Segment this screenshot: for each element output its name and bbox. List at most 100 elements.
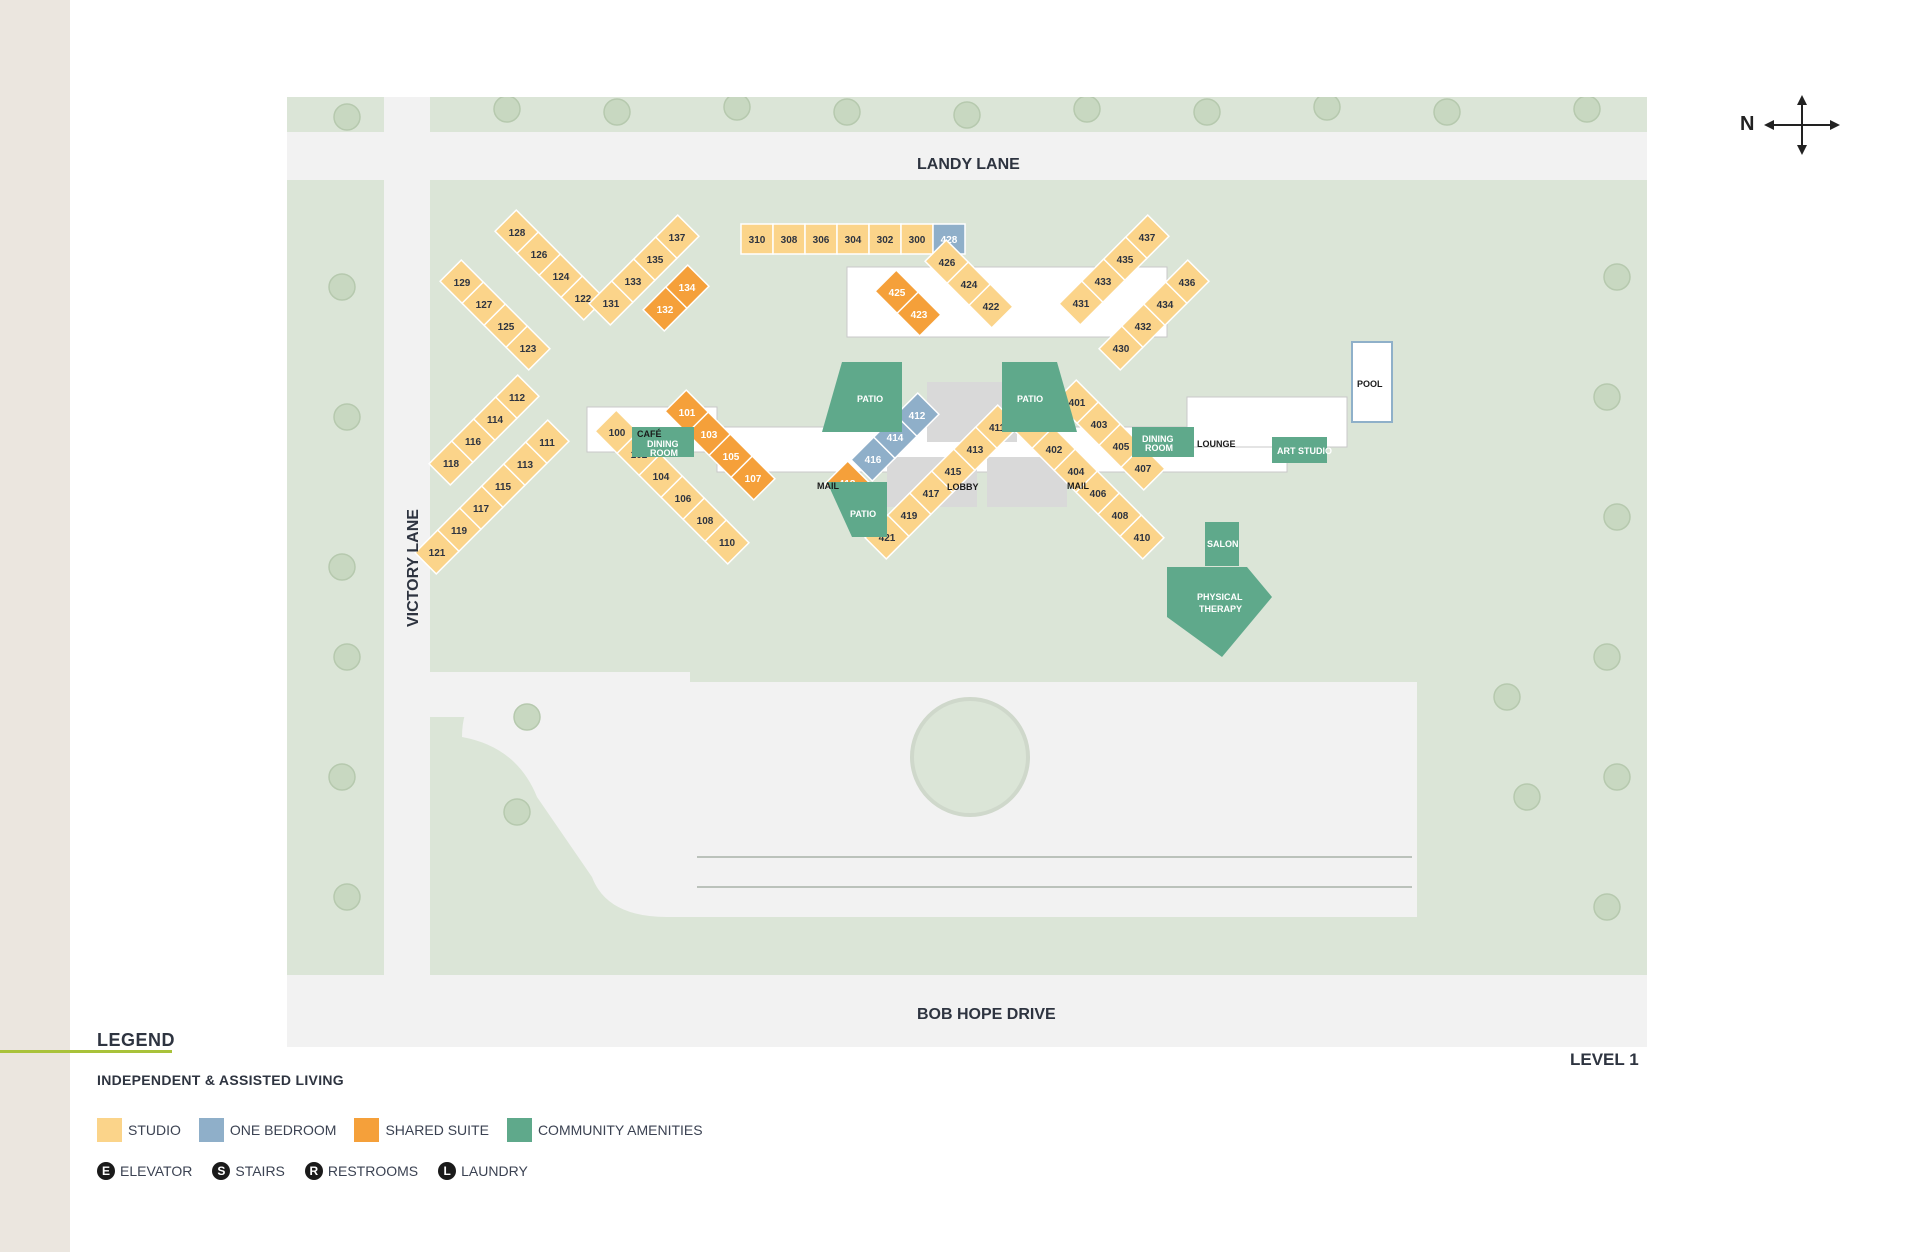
patio-2-label: PATIO [1017,394,1043,404]
unit-shape [588,280,634,326]
dining-room-left-block [632,427,694,457]
road-landy-lane [287,132,1647,180]
site-map: 1281261241221291271251231371351331311341… [287,97,1647,1047]
laundry-icon: L [438,1162,457,1180]
unit-number: 401 [1069,398,1086,409]
dining-room-right-label-1: DINING [1142,434,1174,444]
unit-number: 105 [723,452,740,463]
unit-number: 432 [1135,322,1152,333]
unit-number: 300 [909,235,926,246]
lounge-label: LOUNGE [1197,439,1236,449]
unit-number: 406 [1090,489,1107,500]
unit-number: 428 [941,235,958,246]
physical-therapy-label-2: THERAPY [1199,604,1242,614]
unit-107[interactable]: 107 [730,455,776,501]
unit-132[interactable]: 132 [642,286,688,332]
unit-number: 437 [1139,233,1156,244]
parking-stalls [697,856,1412,888]
unit-number: 103 [701,430,718,441]
shared-suite-swatch [354,1118,380,1142]
amenity-blocks [632,341,1393,657]
unit-number: 128 [509,228,526,239]
legend-studio: STUDIO [97,1118,181,1142]
salon-label: SALON [1207,539,1239,549]
unit-410[interactable]: 410 [1119,514,1165,560]
unit-number: 422 [983,302,1000,313]
laundry-label: LAUNDRY [461,1163,528,1179]
unit-number: 425 [889,288,906,299]
unit-number: 123 [520,344,537,355]
unit-number: 126 [531,250,548,261]
unit-number: 118 [443,459,460,470]
dining-room-left-label-1: DINING [647,439,679,449]
elevator-label: ELEVATOR [120,1163,193,1179]
unit-number: 310 [749,235,766,246]
unit-shape [642,286,688,332]
unit-number: 121 [429,548,446,559]
legend-community: COMMUNITY AMENITIES [506,1118,703,1142]
unit-shape [1120,445,1166,491]
unit-308[interactable]: 308 [772,223,806,255]
unit-300[interactable]: 300 [900,223,934,255]
unit-shape [1119,514,1165,560]
unit-number: 304 [845,235,862,246]
unit-407[interactable]: 407 [1120,445,1166,491]
unit-431[interactable]: 431 [1058,280,1104,326]
shared-suite-label: SHARED SUITE [385,1122,489,1138]
units-layer: 1281261241221291271251231371351331311341… [414,209,1210,575]
unit-shape [1058,280,1104,326]
unit-shape [505,325,551,371]
legend-shared-suite: SHARED SUITE [354,1118,489,1142]
unit-118[interactable]: 118 [428,440,474,486]
unit-310[interactable]: 310 [740,223,774,255]
unit-number: 415 [945,467,962,478]
mail-right-label: MAIL [1067,481,1089,491]
unit-306[interactable]: 306 [804,223,838,255]
unit-number: 104 [653,472,670,483]
dining-room-right-block [1132,427,1194,457]
unit-number: 124 [553,272,570,283]
unit-shape [428,440,474,486]
street-label-bob-hope-drive: BOB HOPE DRIVE [917,1006,1056,1023]
studio-label: STUDIO [128,1122,181,1138]
entry-drive [430,672,690,717]
physical-therapy-block [1167,567,1272,657]
unit-number: 113 [517,460,534,471]
unit-shape [896,291,942,337]
unit-number: 302 [877,235,894,246]
one-bedroom-swatch [198,1118,224,1142]
unit-number: 407 [1135,464,1152,475]
stairs-icon: S [212,1162,231,1180]
unit-430[interactable]: 430 [1098,325,1144,371]
unit-123[interactable]: 123 [505,325,551,371]
one-bedroom-label: ONE BEDROOM [229,1122,337,1138]
pool-label: POOL [1357,379,1383,389]
unit-number: 122 [575,294,592,305]
unit-number: 131 [603,299,620,310]
unit-number: 308 [781,235,798,246]
compass-arrows-icon [1764,95,1840,155]
restrooms-icon: R [304,1162,323,1180]
legend-rule [0,1050,172,1053]
unit-number: 127 [476,300,493,311]
unit-number: 111 [539,438,555,449]
unit-423[interactable]: 423 [896,291,942,337]
unit-131[interactable]: 131 [588,280,634,326]
unit-shape [868,223,902,255]
unit-422[interactable]: 422 [968,283,1014,329]
unit-416[interactable]: 416 [850,436,896,482]
unit-121[interactable]: 121 [414,529,460,575]
unit-number: 403 [1091,420,1108,431]
restrooms-label: RESTROOMS [327,1163,419,1179]
dining-room-right-label-2: ROOM [1145,443,1173,453]
amenity-labels: CAFÉ DINING ROOM PATIO PATIO PATIO MAIL … [637,379,1383,614]
unit-shape [850,436,896,482]
unit-304[interactable]: 304 [836,223,870,255]
unit-110[interactable]: 110 [704,519,750,565]
unit-number: 412 [909,411,926,422]
unit-number: 133 [625,277,642,288]
unit-302[interactable]: 302 [868,223,902,255]
unit-number: 408 [1112,511,1129,522]
unit-number: 107 [745,474,762,485]
